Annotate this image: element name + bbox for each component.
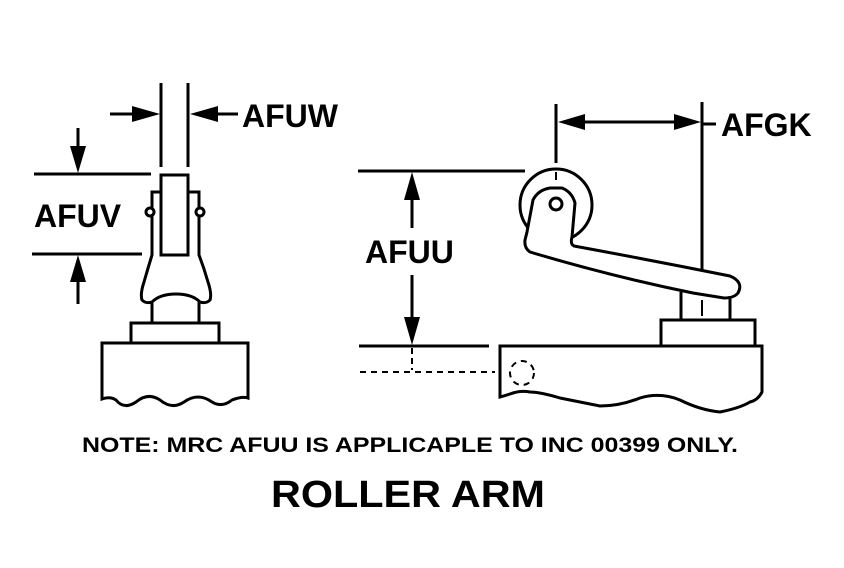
afuu-arrow-bottom-head: [404, 317, 420, 345]
bushing-front: [659, 318, 757, 348]
label-afuw: AFUW: [242, 98, 339, 134]
base-front: [498, 344, 764, 414]
afuv-arrow-top-head: [70, 146, 86, 173]
clevis-pin-left: [144, 206, 156, 218]
side-view: [32, 83, 250, 407]
roller-arm: [523, 186, 742, 300]
label-afgk: AFGK: [721, 107, 812, 143]
diagram-note: NOTE: MRC AFUU IS APPLICAPLE TO INC 0039…: [82, 434, 738, 457]
bushing-side: [129, 321, 221, 345]
afgk-arrow-left-head: [558, 114, 585, 130]
afuu-arrow-top-head: [404, 172, 420, 200]
afuw-arrow-right-head: [190, 106, 218, 122]
base-side: [100, 341, 250, 407]
label-afuu: AFUU: [365, 234, 454, 270]
afgk-arrow-right-head: [674, 114, 701, 130]
front-view: [358, 102, 764, 414]
pivot-hidden-circle: [509, 360, 535, 386]
roller-side: [159, 173, 190, 257]
afuv-arrow-bottom-head: [70, 255, 86, 282]
label-afuv: AFUV: [34, 198, 122, 234]
diagram-title: ROLLER ARM: [271, 474, 545, 516]
afuw-arrow-left-head: [132, 106, 160, 122]
roller-axle: [548, 196, 564, 212]
clevis-pin-right: [194, 206, 206, 218]
